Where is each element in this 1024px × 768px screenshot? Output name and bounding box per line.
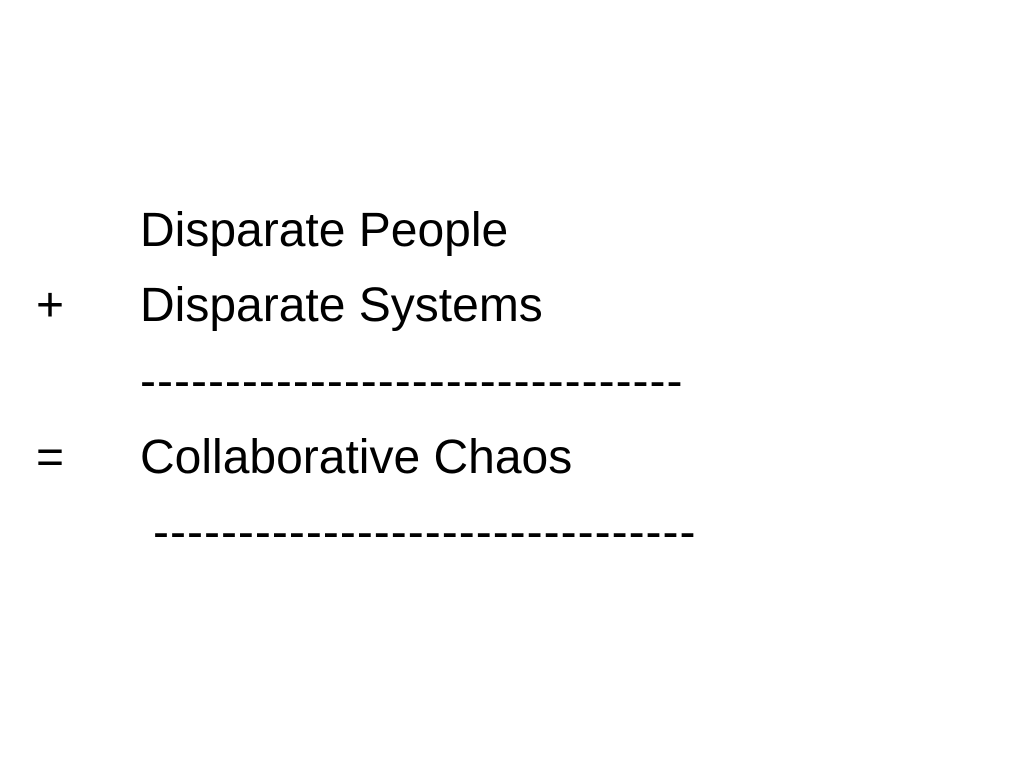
- separator-line-1: --------------------------------: [0, 347, 1024, 417]
- dash-separator-1: --------------------------------: [140, 355, 684, 408]
- line-collaborative-chaos: = Collaborative Chaos: [0, 423, 1024, 493]
- line-disparate-people: Disparate People: [0, 196, 1024, 266]
- disparate-people-text: Disparate People: [140, 204, 509, 257]
- equals-operator: =: [36, 431, 65, 484]
- dash-separator-2: --------------------------------: [153, 506, 697, 559]
- disparate-systems-text: Disparate Systems: [140, 279, 543, 332]
- separator-line-2: --------------------------------: [0, 498, 1024, 568]
- line-disparate-systems: + Disparate Systems: [0, 271, 1024, 341]
- plus-operator: +: [36, 279, 65, 332]
- collaborative-chaos-text: Collaborative Chaos: [140, 431, 573, 484]
